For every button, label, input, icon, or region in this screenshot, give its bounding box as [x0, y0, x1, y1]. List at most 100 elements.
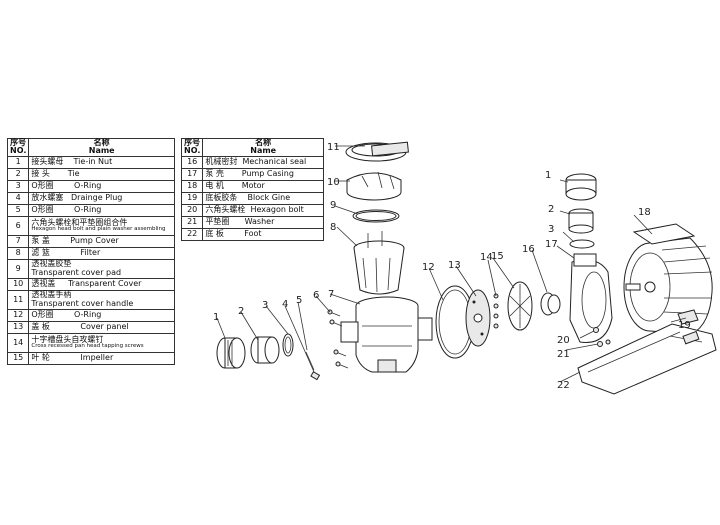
part-hexagon-bolt-washer — [593, 327, 611, 347]
name-en: Motor — [241, 181, 265, 191]
callout-2-right: 2 — [548, 204, 554, 215]
name-en: Tie-in Nut — [73, 157, 113, 167]
name-en: Cover panel — [80, 322, 129, 332]
name-en: O-Ring — [74, 310, 102, 320]
header-no-en: NO. — [184, 146, 201, 156]
callout-21: 21 — [557, 349, 570, 360]
name-cn: 六角头螺栓 — [205, 205, 246, 215]
part-impeller — [507, 281, 533, 331]
callout-2: 2 — [238, 306, 244, 317]
name-cn: 透视盖 — [31, 279, 56, 289]
name-cn: 底板胶条 — [205, 193, 238, 203]
name-cn: 放水螺塞 — [31, 193, 64, 203]
name-en: Transparent Cover — [68, 279, 142, 289]
name-en: Block Gine — [247, 193, 291, 203]
row-name: 叶 轮 Impeller — [28, 351, 175, 365]
header-no-cn: 序号 — [10, 138, 27, 147]
callout-3-right: 3 — [548, 224, 554, 235]
name-cn: 泵 壳 — [205, 169, 224, 179]
name-en: O-Ring — [74, 181, 102, 191]
row-name: O形圈 O-Ring — [28, 308, 175, 322]
header-name-cn: 名称 — [93, 138, 110, 147]
part-cover-panel — [465, 289, 491, 347]
callout-20: 20 — [557, 335, 570, 346]
name-cn: 透视盖胶垫 — [31, 259, 72, 269]
name-en: Filter — [80, 248, 101, 258]
name-en: Hexagon head bolt and plain washer assem… — [31, 226, 166, 233]
name-en: Cross recessed pan head tapping screws — [31, 343, 144, 350]
part-tie-left — [250, 336, 280, 364]
callout-10: 10 — [327, 177, 340, 188]
name-cn: O形圈 — [31, 310, 54, 320]
name-cn: 透视盖手柄 — [31, 290, 72, 300]
callout-labels: 11 10 9 8 7 6 5 4 3 2 1 12 13 14 15 16 1… — [213, 142, 691, 391]
name-en: Drainge Plug — [71, 193, 123, 203]
row-no: 2 — [6, 167, 30, 181]
header-no: 序号 NO. — [180, 138, 204, 157]
part-o-ring-right — [569, 239, 595, 249]
callout-5: 5 — [296, 295, 302, 306]
part-foot — [577, 323, 717, 395]
name-cn: 底 板 — [205, 229, 224, 239]
row-no: 22 — [180, 227, 204, 241]
header-no-en: NO. — [10, 146, 27, 156]
name-cn: O形圈 — [31, 205, 54, 215]
name-en: Foot — [244, 229, 262, 239]
name-cn: 六角头螺栓和平垫圈组合件 — [31, 217, 128, 227]
callout-3: 3 — [262, 300, 268, 311]
callout-1-right: 1 — [545, 170, 551, 181]
callout-7: 7 — [328, 289, 334, 300]
row-no: 21 — [180, 215, 204, 229]
name-cn: O形圈 — [31, 181, 54, 191]
row-no: 19 — [180, 191, 204, 205]
row-no: 15 — [6, 351, 30, 365]
part-pump-casing — [569, 253, 613, 343]
row-no: 4 — [6, 191, 30, 205]
name-cn: 滤 篮 — [31, 248, 50, 258]
name-cn: 机械密封 — [205, 157, 238, 167]
part-filter-basket — [353, 231, 405, 295]
name-en: O-Ring — [74, 205, 102, 215]
name-cn: 电 机 — [205, 181, 224, 191]
callout-11: 11 — [327, 142, 340, 153]
name-cn: 盖 板 — [31, 322, 50, 332]
callout-6: 6 — [313, 290, 319, 301]
part-transparent-cover — [346, 171, 402, 201]
part-tapping-screws — [493, 293, 499, 329]
part-tie-in-nut-right — [565, 173, 597, 201]
name-en: Impeller — [80, 353, 114, 363]
part-tie-in-nut-left — [216, 337, 246, 369]
row-name: 接 头 Tie — [28, 167, 175, 181]
name-en: Mechanical seal — [242, 157, 307, 167]
header-name-en: Name — [88, 146, 115, 156]
name-en: Pump Cover — [70, 236, 119, 246]
name-en: Washer — [244, 217, 275, 227]
part-block-gine — [677, 309, 699, 325]
name-cn: 接 头 — [31, 169, 50, 179]
name-cn: 泵 盖 — [31, 236, 50, 246]
part-hexagon-bolts — [327, 309, 349, 369]
header-no-cn: 序号 — [184, 138, 201, 147]
name-cn: 十字槽盘头自攻螺钉 — [31, 334, 104, 344]
row-name: 底 板 Foot — [202, 227, 324, 241]
callout-15: 15 — [491, 251, 504, 262]
part-transparent-cover-handle — [345, 141, 409, 162]
name-en: Tie — [67, 169, 80, 179]
callout-1: 1 — [213, 312, 219, 323]
callout-19: 19 — [678, 320, 691, 331]
part-transparent-cover-pad — [352, 209, 400, 223]
callout-17: 17 — [545, 239, 558, 250]
